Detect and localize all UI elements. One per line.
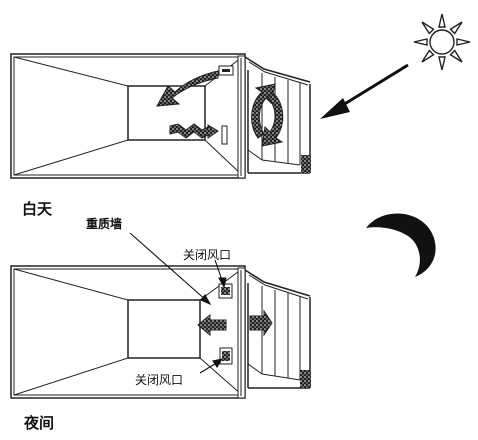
day-panel: 白天 — [10, 53, 311, 218]
night-heavy-wall — [237, 267, 246, 399]
day-circulation-arrows — [251, 83, 284, 147]
day-vents — [218, 65, 234, 145]
heavy-wall-label: 重质墙 — [86, 216, 122, 231]
vent-upper-label: 关闭风口 — [183, 248, 231, 262]
heavy-wall-pointer — [129, 232, 212, 306]
vent-lower-label: 关闭风口 — [135, 373, 183, 387]
night-room — [10, 265, 246, 399]
night-label: 夜间 — [23, 414, 54, 432]
vent-lower-pointer — [199, 358, 224, 374]
night-vents — [218, 283, 233, 365]
night-sunspace — [244, 269, 311, 389]
night-heat-radiation-arrow — [197, 313, 227, 337]
day-cool-air-arrow — [169, 123, 219, 139]
day-heavy-wall — [237, 55, 246, 179]
day-warm-air-arrow — [156, 70, 219, 107]
day-sunspace-floor — [301, 155, 311, 173]
night-heat-loss-arrow — [249, 309, 273, 337]
sun-icon — [413, 13, 471, 71]
crescent-moon-icon — [366, 213, 436, 277]
day-label: 白天 — [22, 200, 53, 218]
sunlight-arrow-icon — [320, 63, 409, 119]
vent-upper-pointer — [214, 259, 227, 289]
night-panel: 重质墙 关闭风口 关闭风口 夜间 — [10, 216, 311, 432]
night-sunspace-floor — [300, 370, 311, 388]
